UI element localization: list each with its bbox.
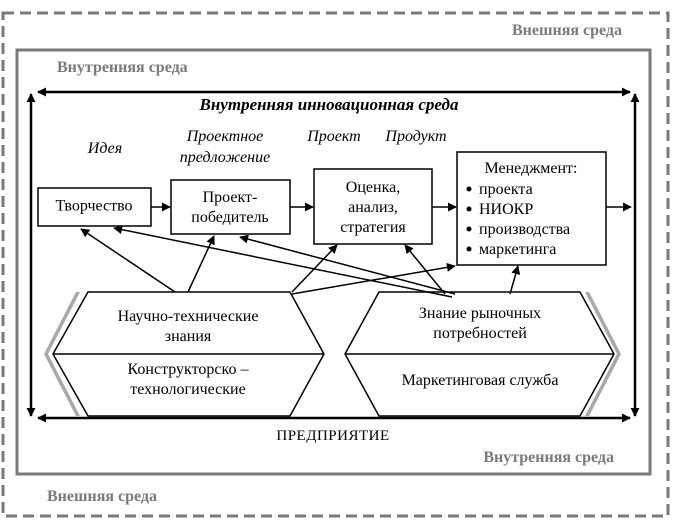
stage-label-idea: Идея	[87, 140, 122, 157]
stage-label-proposal-line2: предложение	[180, 149, 270, 166]
management-item: проекта	[479, 181, 533, 198]
outer-environment-frame	[1, 11, 670, 518]
marketing-service-label: Маркетинговая служба	[402, 372, 559, 389]
market-knowledge-hexagon: Знание рыночных потребностей Маркетингов…	[344, 291, 621, 417]
stage-label-proposal-line1: Проектное	[186, 128, 264, 145]
evaluation-label-line1: Оценка,	[346, 179, 400, 196]
management-item: производства	[479, 221, 570, 238]
evaluation-box: Оценка, анализ, стратегия	[313, 168, 433, 245]
market-label-line1: Знание рыночных	[419, 305, 541, 322]
arrow-science-to-management	[291, 262, 456, 295]
winner-project-box: Проект- победитель	[170, 179, 291, 235]
science-label-line2: знания	[165, 328, 212, 345]
innovation-env-title: Внутренняя инновационная среда	[199, 95, 459, 114]
winner-label-line1: Проект-	[203, 189, 258, 206]
arrow-market-to-winner	[239, 234, 456, 295]
creativity-label: Творчество	[55, 198, 132, 215]
bullet-icon	[466, 186, 472, 192]
outer-env-bottom-label: Внешняя среда	[47, 488, 157, 505]
inner-env-bottom-label: Внутренняя среда	[483, 449, 614, 466]
management-title: Менеджмент:	[485, 160, 578, 177]
evaluation-label-line3: стратегия	[340, 219, 406, 236]
science-knowledge-hexagon: Научно-технические знания Конструкторско…	[44, 291, 325, 417]
arrow-market-to-evaluation	[404, 244, 446, 295]
market-label-line2: потребностей	[433, 325, 527, 342]
management-item: маркетинга	[479, 241, 556, 258]
management-box: Менеджмент: проекта НИОКР производства м…	[456, 151, 607, 266]
winner-label-line2: победитель	[191, 209, 268, 226]
design-label-line1: Конструкторско –	[128, 361, 250, 378]
management-item: НИОКР	[479, 201, 533, 218]
creativity-box: Творчество	[37, 187, 152, 227]
inner-env-top-label: Внутренняя среда	[57, 59, 188, 76]
evaluation-label-line2: анализ,	[348, 199, 398, 216]
design-label-line2: технологические	[130, 381, 245, 398]
arrow-market-to-creativity	[113, 225, 453, 298]
inner-environment-frame	[15, 48, 652, 476]
bullet-icon	[466, 226, 472, 232]
stage-label-product: Продукт	[384, 128, 446, 145]
outer-env-top-label: Внешняя среда	[512, 22, 622, 39]
arrow-science-to-creativity	[80, 228, 176, 293]
arrow-market-to-management	[509, 265, 521, 295]
enterprise-label: ПРЕДПРИЯТИЕ	[276, 428, 389, 444]
science-label-line1: Научно-технические	[118, 308, 259, 325]
bullet-icon	[466, 206, 472, 212]
arrow-science-to-winner	[187, 235, 215, 293]
bullet-icon	[466, 246, 472, 252]
stage-label-project: Проект	[306, 128, 360, 145]
